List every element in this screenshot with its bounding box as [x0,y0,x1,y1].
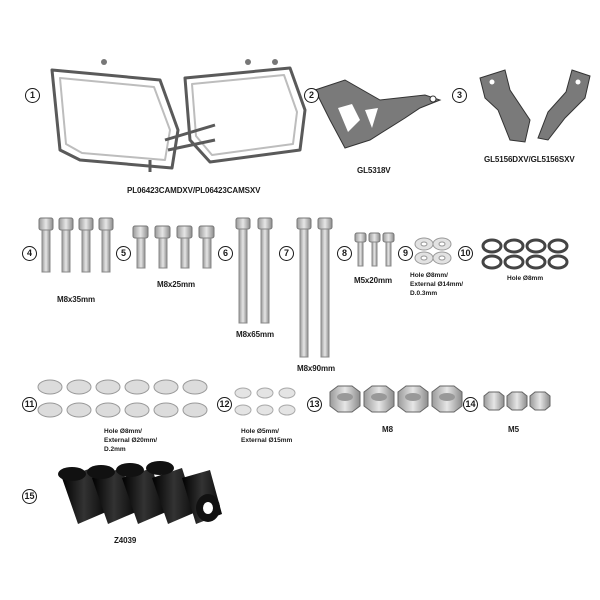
label-m5x20: M5x20mm [354,276,392,285]
label-m8x35: M8x35mm [57,295,95,304]
label-washer-12-line-1: Hole Ø5mm/ [241,428,279,435]
callout-10: 10 [458,246,473,261]
bracket-gl5318v-drawing [314,79,442,149]
label-washer-9-line-2: External Ø14mm/ [410,281,464,288]
callout-9: 9 [398,246,413,261]
bolts-m8x65-drawing [235,217,273,324]
spring-washers-drawing [481,238,569,270]
label-spring-washer: Hole Ø8mm [507,275,544,282]
label-washer-12: Hole Ø5mm/ External Ø15mm [241,427,292,445]
side-frames-drawing [50,59,307,172]
label-m8-nuts: M8 [382,425,393,434]
label-washer-11-line-2: External Ø20mm/ [104,437,158,444]
callout-4: 4 [22,246,37,261]
label-washer-9-line-1: Hole Ø8mm/ [410,272,448,279]
label-washer-12-line-2: External Ø15mm [241,437,293,444]
callout-8: 8 [337,246,352,261]
label-washer-11: Hole Ø8mm/ External Ø20mm/ D.2mm [104,427,157,454]
callout-15: 15 [22,489,37,504]
bracket-pair-gl5156-drawing [479,69,591,143]
nuts-m8-drawing [329,385,463,413]
rubber-spacers-drawing [58,461,222,524]
bolts-m8x35-drawing [38,217,114,273]
label-gl5318v: GL5318V [357,166,391,175]
callout-7: 7 [279,246,294,261]
bolts-m8x25-drawing [132,225,215,269]
callout-13: 13 [307,397,322,412]
label-m8x90: M8x90mm [297,364,335,373]
label-washer-9-line-3: D.0.3mm [410,290,438,297]
bolts-m5x20-drawing [354,232,395,267]
label-washer-11-line-1: Hole Ø8mm/ [104,428,142,435]
callout-11: 11 [22,397,37,412]
label-z4039: Z4039 [114,536,137,545]
washers-12-drawing [234,387,296,416]
callout-5: 5 [116,246,131,261]
label-washer-11-line-3: D.2mm [104,446,126,453]
label-m5-nuts: M5 [508,425,519,434]
nuts-m5-drawing [483,391,551,411]
label-m8x25: M8x25mm [157,280,195,289]
washers-11-drawing [37,379,208,418]
label-gl5156: GL5156DXV/GL5156SXV [484,155,575,164]
callout-12: 12 [217,397,232,412]
label-m8x65: M8x65mm [236,330,274,339]
washers-9-drawing [414,237,452,265]
callout-3: 3 [452,88,467,103]
callout-2: 2 [304,88,319,103]
callout-6: 6 [218,246,233,261]
callout-1: 1 [25,88,40,103]
label-side-frames: PL06423CAMDXV/PL06423CAMSXV [127,186,261,195]
callout-14: 14 [463,397,478,412]
label-washer-9: Hole Ø8mm/ External Ø14mm/ D.0.3mm [410,271,463,298]
bolts-m8x90-drawing [296,217,333,358]
